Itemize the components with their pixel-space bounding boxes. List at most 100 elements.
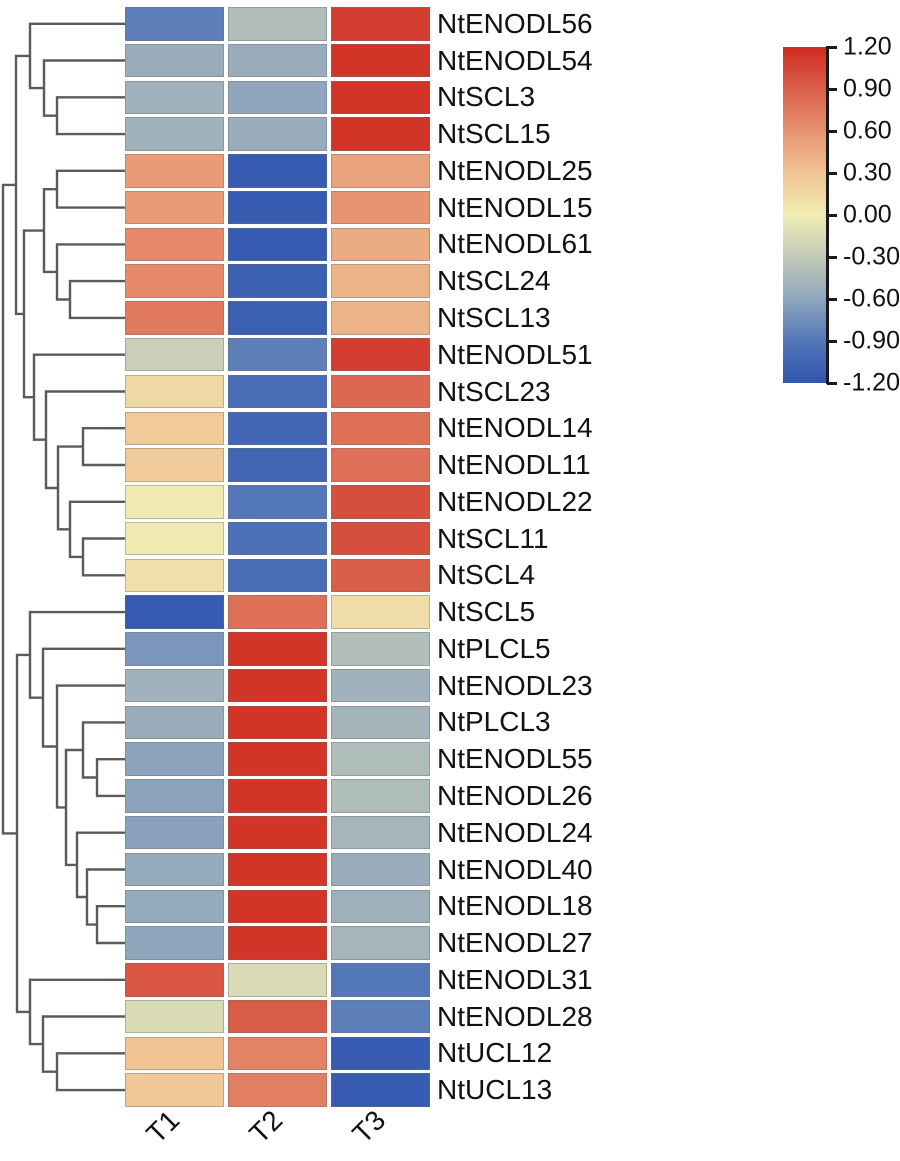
row-label: NtENODL56 xyxy=(437,7,593,39)
color-scale-tick-label: 0.30 xyxy=(843,158,892,187)
heatmap-cell xyxy=(331,926,430,960)
row-label: NtPLCL5 xyxy=(437,632,551,664)
row-label: NtENODL61 xyxy=(437,228,593,260)
heatmap-cell xyxy=(331,7,430,41)
row-label: NtENODL54 xyxy=(437,44,593,76)
heatmap-cell xyxy=(331,815,430,850)
heatmap-cell xyxy=(125,117,224,151)
column-label: T1 xyxy=(139,1104,185,1150)
row-label: NtSCL4 xyxy=(437,559,536,591)
heatmap-cell xyxy=(228,595,327,629)
heatmap-cell xyxy=(228,337,327,372)
color-scale-tick-label: 0.90 xyxy=(843,74,892,103)
heatmap-cell xyxy=(331,852,430,887)
row-label: NtENODL18 xyxy=(437,890,593,922)
heatmap-cell xyxy=(125,815,224,850)
heatmap-cell xyxy=(125,779,224,813)
color-scale-tick-label: 0.00 xyxy=(843,200,892,229)
heatmap-cell xyxy=(125,889,224,923)
heatmap-cell xyxy=(331,227,430,262)
heatmap-cell xyxy=(228,227,327,262)
heatmap-cell xyxy=(331,485,430,519)
heatmap-cell xyxy=(228,117,327,151)
heatmap-cell xyxy=(125,999,224,1034)
color-scale-tick xyxy=(827,45,837,49)
heatmap-cell xyxy=(125,80,224,114)
heatmap-cell xyxy=(125,154,224,188)
color-scale-tick xyxy=(827,255,837,259)
color-scale-tick-label: -0.30 xyxy=(843,242,900,271)
row-dendrogram xyxy=(1,22,125,1092)
row-label: NtENODL15 xyxy=(437,191,593,223)
color-scale-tick xyxy=(827,87,837,91)
heatmap-cell xyxy=(228,889,327,923)
column-label: T2 xyxy=(242,1104,288,1150)
heatmap-cell xyxy=(331,595,430,629)
heatmap-cell xyxy=(125,742,224,776)
column-label: T3 xyxy=(345,1104,391,1150)
color-scale-tick-label: 1.20 xyxy=(843,32,892,61)
row-label: NtUCL13 xyxy=(437,1074,553,1106)
heatmap-cell xyxy=(331,889,430,923)
heatmap-cell xyxy=(125,337,224,372)
dendrogram-links xyxy=(1,22,125,1092)
row-label: NtENODL24 xyxy=(437,816,593,848)
heatmap-cell xyxy=(125,852,224,887)
row-label: NtENODL28 xyxy=(437,1000,593,1032)
heatmap-cell xyxy=(125,264,224,298)
heatmap-cell xyxy=(331,779,430,813)
heatmap-cell xyxy=(331,963,430,997)
color-scale-tick-label: -1.20 xyxy=(843,368,900,397)
color-scale-tick xyxy=(827,381,837,385)
heatmap-cell xyxy=(331,448,430,482)
row-label: NtENODL23 xyxy=(437,669,593,701)
row-label: NtSCL15 xyxy=(437,118,551,150)
color-scale-tick-label: -0.90 xyxy=(843,326,900,355)
heatmap-cell xyxy=(228,558,327,593)
heatmap-cell xyxy=(331,154,430,188)
row-label: NtSCL3 xyxy=(437,81,536,113)
heatmap-cell xyxy=(331,632,430,666)
heatmap-cell xyxy=(125,227,224,262)
row-label: NtENODL40 xyxy=(437,853,593,885)
row-label: NtENODL27 xyxy=(437,927,593,958)
heatmap-cell xyxy=(228,1073,327,1107)
heatmap-cell xyxy=(331,411,430,445)
heatmap-cell xyxy=(228,705,327,740)
row-label: NtSCL23 xyxy=(437,375,551,407)
heatmap-cell xyxy=(125,448,224,482)
row-label: NtUCL12 xyxy=(437,1037,553,1069)
heatmap-cell xyxy=(125,705,224,740)
heatmap-cell xyxy=(125,190,224,225)
color-scale-tick-label: -0.60 xyxy=(843,284,900,313)
heatmap-cell xyxy=(125,485,224,519)
heatmap-cell xyxy=(331,521,430,556)
heatmap-cell xyxy=(228,190,327,225)
heatmap-cell xyxy=(125,558,224,593)
row-label: NtENODL25 xyxy=(437,154,593,186)
heatmap-cell xyxy=(125,963,224,997)
heatmap-cell xyxy=(125,521,224,556)
row-label: NtENODL55 xyxy=(437,743,593,775)
row-label: NtPLCL3 xyxy=(437,706,551,738)
heatmap-cell xyxy=(228,963,327,997)
heatmap-cell xyxy=(331,1073,430,1107)
heatmap-cell xyxy=(331,80,430,114)
color-scale-gradient-bar xyxy=(783,47,827,383)
heatmap-cell xyxy=(125,374,224,409)
heatmap-cell xyxy=(228,632,327,666)
row-label: NtENODL51 xyxy=(437,338,593,370)
heatmap-cell xyxy=(228,411,327,445)
row-label: NtENODL22 xyxy=(437,485,593,517)
color-scale-tick xyxy=(827,213,837,217)
row-label: NtSCL24 xyxy=(437,265,551,297)
heatmap-cell xyxy=(331,1036,430,1071)
row-label: NtENODL31 xyxy=(437,963,593,995)
heatmap-cell xyxy=(228,43,327,78)
heatmap-cell xyxy=(331,558,430,593)
heatmap-cell xyxy=(228,668,327,703)
heatmap-cell xyxy=(228,154,327,188)
heatmap-cell xyxy=(331,668,430,703)
row-label: NtSCL13 xyxy=(437,301,551,333)
row-label: NtENODL11 xyxy=(437,449,591,480)
